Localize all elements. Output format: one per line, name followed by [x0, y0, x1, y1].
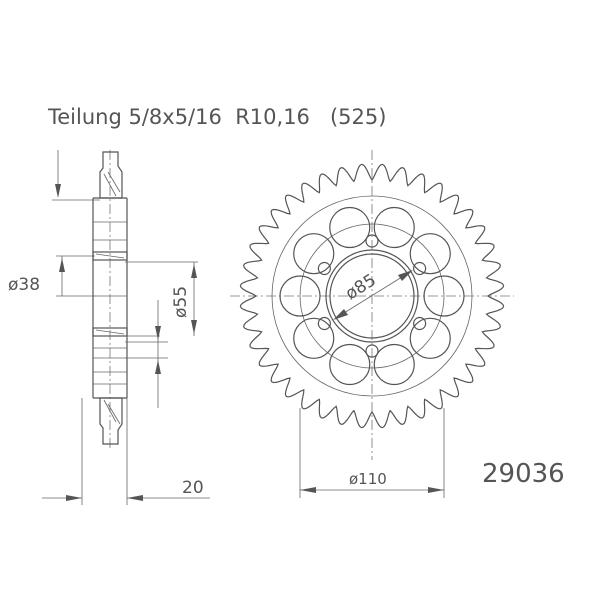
- lightening-hole: [279, 275, 321, 317]
- bolt-hole: [317, 261, 331, 276]
- bolt-hole: [365, 234, 379, 248]
- pitch-spec-label: Teilung 5/8x5/16 R10,16 (525): [47, 105, 386, 129]
- bolt-circle: [299, 223, 445, 369]
- bore-diameter-label: ø55: [171, 286, 191, 318]
- lightening-hole: [373, 206, 415, 249]
- sprocket-teeth-outline: [239, 163, 505, 429]
- center-bore-label: ø85: [342, 270, 380, 304]
- bolt-circle-label: ø110: [349, 470, 387, 488]
- lightening-holes: [279, 206, 465, 386]
- bolt-hole: [413, 261, 427, 276]
- lightening-hole: [329, 343, 371, 386]
- bolt-holes: [317, 234, 427, 358]
- width-label: 20: [182, 478, 204, 498]
- root-circle: [271, 195, 473, 397]
- lightening-hole: [293, 317, 335, 359]
- bolt-hole: [365, 344, 379, 358]
- hub-diameter-label: ø38: [8, 275, 40, 295]
- lightening-hole: [329, 206, 371, 249]
- lightening-hole: [293, 233, 335, 275]
- front-view: ø85 ø110: [230, 150, 514, 498]
- center-bore-outer: [325, 249, 419, 343]
- center-bore-inner: [329, 253, 415, 339]
- part-number: 29036: [482, 459, 565, 489]
- lightening-hole: [373, 343, 415, 386]
- bolt-hole: [317, 316, 331, 331]
- bolt-hole: [413, 316, 427, 331]
- lightening-hole: [409, 317, 451, 359]
- side-view: ø38 ø55 20: [8, 150, 210, 505]
- lightening-hole: [409, 233, 451, 275]
- lightening-hole: [423, 275, 465, 317]
